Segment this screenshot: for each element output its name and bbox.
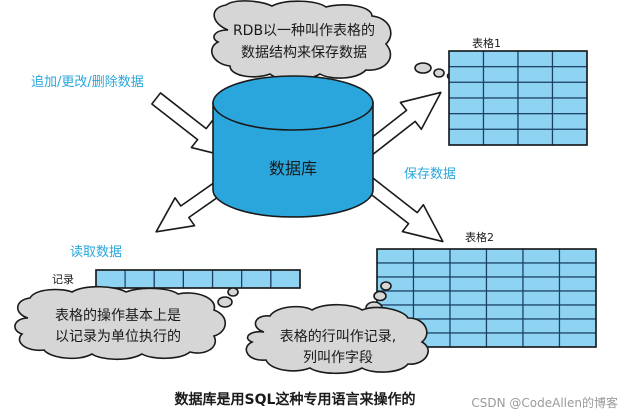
table1-cell — [551, 113, 588, 130]
table1-title: 表格1 — [472, 36, 501, 50]
record-border — [95, 269, 301, 289]
thought-top-line-1: RDB以一种叫作表格的 — [233, 23, 375, 39]
table2-cell — [522, 318, 561, 334]
table1-cell — [517, 50, 554, 68]
record-cell — [95, 269, 126, 289]
database-body — [212, 102, 374, 218]
thought-cloud-top: RDB以一种叫作表格的 数据结构来保存数据 — [210, 0, 392, 81]
thought-left-line-1: 表格的操作基本上是 — [55, 307, 181, 324]
table2-cell — [522, 290, 561, 306]
record-label: 记录 — [52, 273, 74, 286]
table2-cell — [412, 304, 451, 320]
table2-cell — [558, 304, 597, 320]
caption: 数据库是用SQL这种专用语言来操作的 — [175, 391, 416, 408]
table1-cell — [482, 97, 519, 115]
table1-cell — [448, 128, 485, 146]
table1-cell — [448, 81, 485, 99]
database-top — [212, 75, 374, 131]
table1-cell — [482, 50, 519, 68]
table2-cell — [449, 248, 488, 264]
thought-bottom-line-2: 列叫作字段 — [303, 350, 373, 366]
table1-cell — [517, 128, 554, 146]
table1-cell — [517, 97, 554, 115]
thought-bottom-line-1: 表格的行叫作记录, — [280, 329, 396, 345]
table1-cell — [551, 97, 588, 115]
table-1 — [448, 50, 588, 146]
table1-cell — [482, 113, 519, 130]
table2-cell — [449, 304, 488, 320]
table2-title: 表格2 — [465, 230, 494, 244]
table2-cell — [412, 276, 451, 292]
thought-cloud-left: 表格的操作基本上是 以记录为单位执行的 — [14, 285, 227, 361]
record-cell — [124, 269, 155, 289]
table1-cell — [448, 113, 485, 130]
table2-cell — [558, 332, 597, 348]
table2-cell — [558, 290, 597, 306]
record-row — [95, 269, 301, 289]
thought-top-line-2: 数据结构来保存数据 — [241, 45, 367, 61]
table2-cell — [449, 318, 488, 334]
table2-cell — [558, 248, 597, 264]
table2-cell — [449, 262, 488, 278]
watermark: CSDN @CodeAllen的博客 — [471, 395, 618, 410]
table1-cell — [482, 128, 519, 146]
label-read-data: 读取数据 — [70, 245, 122, 260]
table2-cell — [522, 262, 561, 278]
table2-cell — [376, 248, 415, 264]
table1-cell — [448, 66, 485, 83]
table1-cell — [551, 66, 588, 83]
arrow-into-database — [151, 92, 233, 159]
table1-cell — [482, 66, 519, 83]
arrow-to-table-1 — [360, 91, 442, 158]
database-cylinder: 数据库 — [212, 75, 374, 218]
table1-cell — [517, 66, 554, 83]
table2-cell — [485, 262, 524, 278]
record-cell — [241, 269, 272, 289]
table1-cell — [482, 81, 519, 99]
table2-cell — [522, 276, 561, 292]
table2-cell — [558, 318, 597, 334]
table2-cell — [449, 332, 488, 348]
table1-cell — [448, 97, 485, 115]
table2-cell — [558, 262, 597, 278]
thought-cloud-bottom: 表格的行叫作记录, 列叫作字段 — [245, 303, 429, 375]
table2-cell — [558, 276, 597, 292]
table2-cell — [485, 248, 524, 264]
label-save-data: 保存数据 — [404, 167, 456, 182]
table2-cell — [522, 332, 561, 348]
table1-cell — [551, 81, 588, 99]
table2-cell — [485, 276, 524, 292]
table1-cell — [551, 128, 588, 146]
table2-cell — [412, 262, 451, 278]
record-cell — [153, 269, 185, 289]
table2-cell — [485, 332, 524, 348]
table1-cell — [448, 50, 485, 68]
table2-cell — [412, 290, 451, 306]
label-add-update-delete: 追加/更改/删除数据 — [31, 74, 144, 90]
table2-cell — [485, 290, 524, 306]
record-cell — [182, 269, 214, 289]
table2-cell — [485, 304, 524, 320]
table2-cell — [522, 248, 561, 264]
database-label: 数据库 — [269, 159, 317, 178]
table1-cell — [517, 81, 554, 99]
thought-bubbles-left — [217, 287, 239, 308]
thought-left-line-2: 以记录为单位执行的 — [55, 329, 181, 345]
table1-border — [448, 50, 588, 146]
table2-cell — [449, 290, 488, 306]
table2-cell — [376, 262, 415, 278]
thought-bubbles-top — [414, 62, 456, 80]
table2-cell — [412, 248, 451, 264]
record-cell — [270, 269, 301, 289]
table1-cell — [517, 113, 554, 130]
record-cell — [212, 269, 243, 289]
table1-cell — [551, 50, 588, 68]
table2-cell — [522, 304, 561, 320]
table2-cell — [449, 276, 488, 292]
table2-cell — [485, 318, 524, 334]
